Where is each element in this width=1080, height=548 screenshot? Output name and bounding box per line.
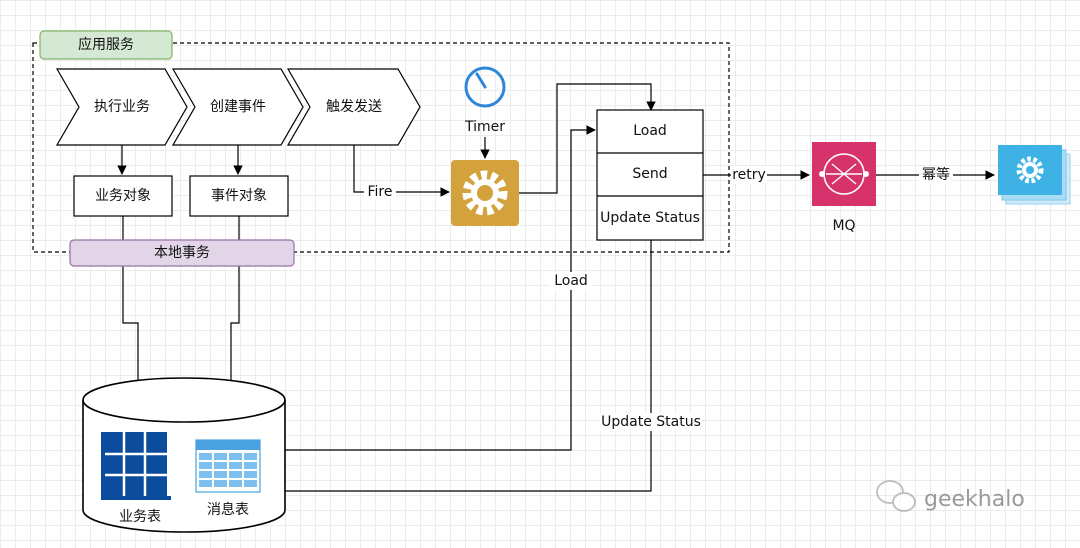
local-transaction-tag[interactable]: 本地事务 (69, 239, 295, 267)
load-label-bg (550, 272, 592, 290)
consumer-service-icon[interactable] (998, 145, 1071, 205)
step-label: 创建事件 (210, 99, 266, 115)
load-edge-label: Load (554, 273, 588, 289)
local-transaction-label: 本地事务 (154, 245, 210, 261)
app-service-title: 应用服务 (78, 36, 134, 53)
business-table-label: 业务表 (119, 509, 161, 525)
relay-load-cell[interactable]: Load (633, 123, 667, 139)
step-label: 触发发送 (326, 99, 382, 115)
idempotent-label: 幂等 (922, 166, 950, 183)
mq-label: MQ (832, 218, 855, 234)
relay-update-cell[interactable]: Update Status (600, 210, 700, 226)
watermark-text: geekhalo (924, 487, 1025, 512)
app-service-tag[interactable]: 应用服务 (39, 30, 173, 60)
relay-box (596, 109, 704, 241)
business-object-box[interactable]: 业务对象 (73, 175, 173, 217)
edge-gear-to-load (519, 83, 656, 194)
wechat-watermark-icon (876, 480, 916, 512)
step-label: 执行业务 (94, 99, 150, 115)
business-table-icon[interactable] (101, 432, 171, 500)
event-object-label: 事件对象 (211, 188, 267, 204)
business-object-label: 业务对象 (95, 188, 151, 204)
update-edge-label: Update Status (601, 414, 701, 430)
update-label-bg (600, 413, 702, 431)
idempotent-label-bg (919, 166, 953, 184)
message-table-label: 消息表 (207, 501, 249, 518)
step-trigger-send[interactable]: 触发发送 (286, 68, 421, 146)
step-execute-business[interactable]: 执行业务 (55, 68, 188, 146)
edge-fire (353, 145, 450, 197)
mq-icon[interactable] (812, 142, 876, 206)
edge-update-status (263, 240, 652, 496)
app-service-container (32, 42, 730, 253)
event-object-box[interactable]: 事件对象 (189, 175, 289, 217)
step-create-event[interactable]: 创建事件 (171, 68, 304, 146)
retry-label: retry (732, 167, 766, 183)
relay-send-cell[interactable]: Send (632, 166, 667, 182)
fire-label: Fire (368, 184, 393, 200)
timer-label: Timer (464, 119, 505, 135)
fire-label-bg (364, 183, 396, 201)
edge-load (262, 125, 596, 451)
retry-label-bg (731, 166, 767, 184)
scheduler-gear-icon[interactable] (451, 160, 519, 226)
message-table-icon[interactable] (195, 439, 261, 493)
timer-icon (464, 66, 506, 108)
